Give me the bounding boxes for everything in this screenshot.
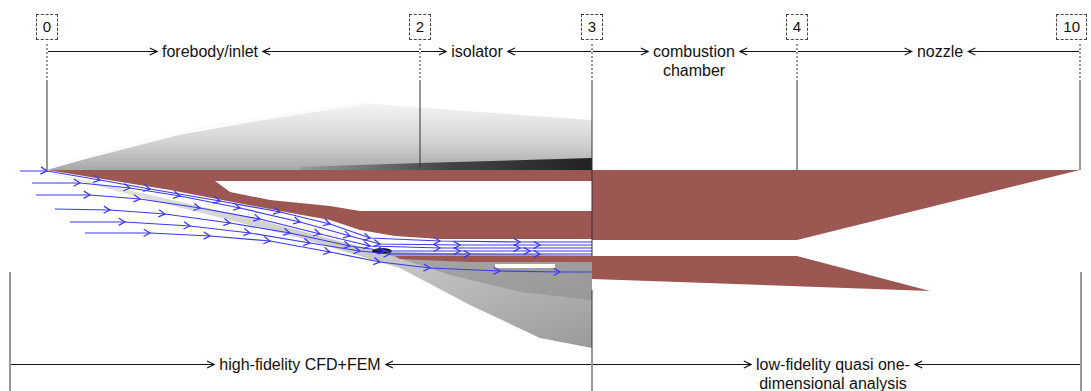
dimension-arrow <box>915 364 1080 365</box>
dimension-arrow <box>421 51 446 52</box>
station-box: 4 <box>786 14 808 40</box>
analysis-label: high-fidelity CFD+FEM <box>150 355 450 374</box>
streamlines <box>20 171 592 272</box>
section-label: combustion chamber <box>644 42 744 80</box>
station-number: 0 <box>43 18 51 36</box>
analysis-label: low-fidelity quasi one-dimensional analy… <box>738 355 928 391</box>
station-lines <box>47 44 1080 256</box>
station-number: 10 <box>1063 18 1080 36</box>
section-label: forebody/inlet <box>110 42 310 61</box>
station-number: 2 <box>416 18 424 36</box>
cowl <box>395 256 592 262</box>
station-number: 3 <box>588 18 596 36</box>
engine-body <box>47 170 1080 240</box>
cfd-field <box>300 158 592 170</box>
section-label: nozzle <box>840 42 1040 61</box>
cfd-field <box>380 252 592 300</box>
nozzle-flap <box>592 256 930 291</box>
station-box: 2 <box>409 14 431 40</box>
station-box: 10 <box>1056 14 1087 40</box>
cowl-slot <box>495 264 555 268</box>
shock-streak <box>60 103 365 164</box>
dimension-arrow <box>263 51 419 52</box>
station-box: 0 <box>36 14 58 40</box>
dimension-arrow <box>968 51 1079 52</box>
dimension-arrow <box>593 364 751 365</box>
bracket-lines <box>10 272 1081 391</box>
body-cavity <box>215 181 592 211</box>
station-number: 4 <box>793 18 801 36</box>
dimension-arrow <box>740 51 796 52</box>
cfd-field <box>47 103 592 170</box>
dimension-arrow <box>593 51 648 52</box>
section-label: isolator <box>402 42 552 61</box>
station-box: 3 <box>581 14 603 40</box>
dimension-arrow <box>798 51 912 52</box>
dimension-arrow <box>48 51 157 52</box>
dimension-arrow <box>11 364 214 365</box>
dimension-arrow <box>508 51 591 52</box>
dimension-arrow <box>386 364 591 365</box>
